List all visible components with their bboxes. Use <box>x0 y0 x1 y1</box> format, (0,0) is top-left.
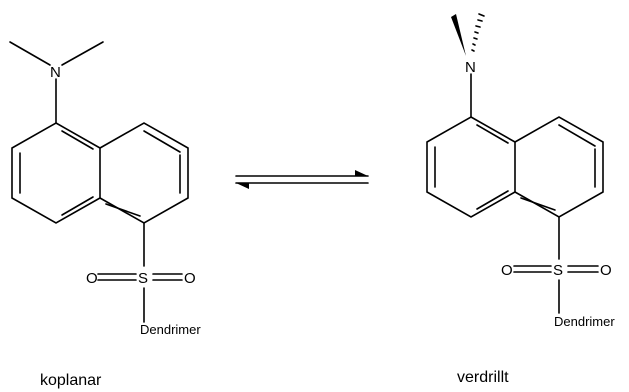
equilibrium-arrow-forward-head <box>355 170 368 176</box>
right-atom-s: S <box>553 262 563 279</box>
left-molecule: N S O O Dendrimer <box>9 41 201 337</box>
left-atom-o2: O <box>184 270 196 287</box>
left-ring-a <box>11 122 101 224</box>
right-ring-a-double-2 <box>476 124 509 144</box>
right-atom-n: N <box>465 59 476 76</box>
right-ring-a-double-3 <box>476 190 509 210</box>
left-ring-b-double-1 <box>143 130 181 153</box>
right-atom-o2: O <box>600 262 612 279</box>
right-wedge-bond <box>451 14 466 56</box>
left-methyl-bond-1 <box>9 41 51 66</box>
equilibrium-arrow-reverse-head <box>236 183 249 189</box>
left-ring-b <box>99 122 189 224</box>
right-hashed-bond <box>471 13 485 52</box>
left-ring-b-double-3 <box>105 203 141 217</box>
left-atom-s: S <box>138 270 148 287</box>
right-dendrimer-label: Dendrimer <box>554 314 615 329</box>
right-ring-b-double-1 <box>558 124 596 147</box>
equilibrium-arrow <box>235 170 369 189</box>
left-ring-a-double-3 <box>61 196 94 216</box>
left-atom-o1: O <box>86 270 98 287</box>
right-ring-b <box>514 116 604 218</box>
right-ring-a <box>426 116 516 218</box>
right-caption: verdrillt <box>457 369 509 386</box>
left-dendrimer-label: Dendrimer <box>140 322 201 337</box>
left-ring-a-double-2 <box>61 130 94 150</box>
left-caption: koplanar <box>40 372 102 389</box>
left-methyl-bond-2 <box>61 41 104 66</box>
right-molecule: N S O O Dendrimer <box>426 13 615 329</box>
left-atom-n: N <box>50 64 61 81</box>
right-ring-b-double-3 <box>520 197 556 211</box>
right-atom-o1: O <box>501 262 513 279</box>
